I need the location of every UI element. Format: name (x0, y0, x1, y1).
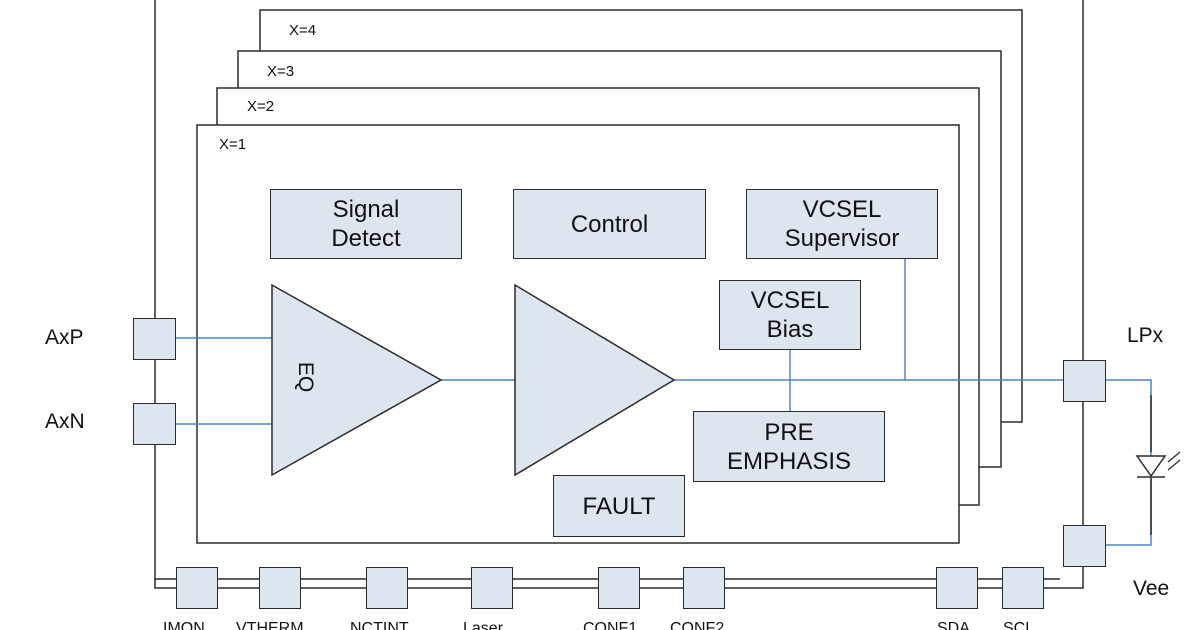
label-axn: AxN (45, 410, 85, 433)
label-axp: AxP (45, 326, 84, 349)
fault-block: FAULT (553, 475, 685, 537)
pin-imon (176, 567, 218, 609)
label-vtherm: VTHERM (236, 620, 304, 630)
label-imon: IMON (163, 620, 205, 630)
eq-amplifier (271, 283, 443, 477)
pin-conf1 (598, 567, 640, 609)
pre-emphasis-block: PRE EMPHASIS (693, 411, 885, 482)
label-conf2: CONF2 (670, 620, 725, 630)
pin-axn (133, 403, 176, 445)
channel-label-4: X=4 (289, 22, 317, 39)
pin-vtherm (259, 567, 301, 609)
label-laser: Laser (463, 620, 504, 630)
label-sda: SDA (937, 620, 970, 630)
pin-conf2 (683, 567, 725, 609)
control-block: Control (513, 189, 706, 259)
pin-axp (133, 318, 176, 360)
pin-vee (1063, 525, 1106, 567)
vcsel-bias-block: VCSEL Bias (719, 280, 861, 350)
label-scl: SCL (1003, 620, 1035, 630)
vcsel-supervisor-block: VCSEL Supervisor (746, 189, 938, 259)
pin-scl (1002, 567, 1044, 609)
label-conf1: CONF1 (583, 620, 638, 630)
label-vee: Vee (1133, 577, 1170, 600)
channel-label-3: X=3 (267, 63, 295, 80)
driver-amplifier (514, 283, 676, 477)
pin-sda (936, 567, 978, 609)
eq-label: EQ (294, 361, 318, 393)
pin-nctint (366, 567, 408, 609)
channel-label-1: X=1 (219, 136, 247, 153)
pin-lpx (1063, 360, 1106, 402)
label-lpx: LPx (1127, 324, 1164, 347)
pin-laser (471, 567, 513, 609)
label-nctint: NCTINT (350, 620, 409, 630)
laser-diode-icon (1135, 451, 1181, 478)
channel-label-2: X=2 (247, 98, 275, 115)
signal-detect-block: Signal Detect (270, 189, 462, 259)
